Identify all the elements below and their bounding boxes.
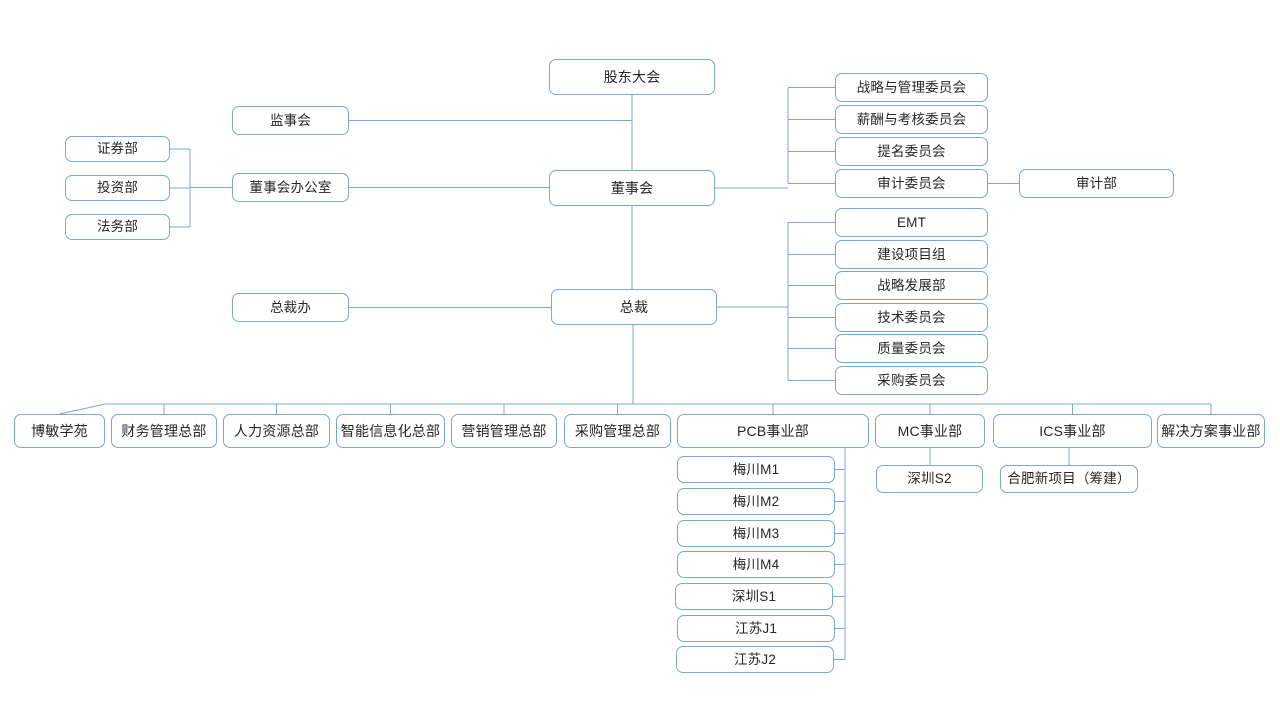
node-pcb-site-5[interactable]: 深圳S1 — [675, 583, 833, 610]
node-ics-site-1[interactable]: 合肥新项目（筹建） — [1000, 465, 1138, 493]
node-board-committee-3[interactable]: 提名委员会 — [835, 137, 988, 166]
node-division-6[interactable]: 采购管理总部 — [564, 414, 671, 448]
node-pcb-site-4[interactable]: 梅川M4 — [677, 551, 835, 578]
node-president[interactable]: 总裁 — [551, 289, 717, 325]
node-division-9[interactable]: ICS事业部 — [993, 414, 1152, 448]
node-pcb-site-6[interactable]: 江苏J1 — [677, 615, 835, 642]
node-pcb-site-7[interactable]: 江苏J2 — [676, 646, 834, 673]
node-president-committee-2[interactable]: 建设项目组 — [835, 240, 988, 269]
node-president-committee-1[interactable]: EMT — [835, 208, 988, 237]
node-board-committee-4[interactable]: 审计委员会 — [835, 169, 988, 198]
node-securities-dept[interactable]: 证券部 — [65, 136, 170, 162]
node-board-committee-2[interactable]: 薪酬与考核委员会 — [835, 105, 988, 134]
node-board-office[interactable]: 董事会办公室 — [232, 173, 349, 202]
node-board-of-directors[interactable]: 董事会 — [549, 170, 715, 206]
node-legal-dept[interactable]: 法务部 — [65, 214, 170, 240]
node-division-10[interactable]: 解决方案事业部 — [1157, 414, 1265, 448]
node-division-8[interactable]: MC事业部 — [875, 414, 985, 448]
node-president-committee-4[interactable]: 技术委员会 — [835, 303, 988, 332]
node-pcb-site-2[interactable]: 梅川M2 — [677, 488, 835, 515]
node-audit-dept[interactable]: 审计部 — [1019, 169, 1174, 198]
node-shareholders-meeting[interactable]: 股东大会 — [549, 59, 715, 95]
node-division-1[interactable]: 博敏学苑 — [14, 414, 105, 448]
node-division-7[interactable]: PCB事业部 — [677, 414, 869, 448]
node-pcb-site-1[interactable]: 梅川M1 — [677, 456, 835, 483]
node-president-committee-3[interactable]: 战略发展部 — [835, 271, 988, 300]
node-board-committee-1[interactable]: 战略与管理委员会 — [835, 73, 988, 102]
node-president-committee-5[interactable]: 质量委员会 — [835, 334, 988, 363]
node-division-4[interactable]: 智能信息化总部 — [336, 414, 445, 448]
node-division-2[interactable]: 财务管理总部 — [111, 414, 217, 448]
node-president-committee-6[interactable]: 采购委员会 — [835, 366, 988, 395]
node-division-5[interactable]: 营销管理总部 — [451, 414, 557, 448]
node-pcb-site-3[interactable]: 梅川M3 — [677, 520, 835, 547]
node-division-3[interactable]: 人力资源总部 — [223, 414, 330, 448]
node-supervisory-board[interactable]: 监事会 — [232, 106, 349, 135]
node-president-office[interactable]: 总裁办 — [232, 293, 349, 322]
node-mc-site-1[interactable]: 深圳S2 — [876, 465, 983, 493]
node-investment-dept[interactable]: 投资部 — [65, 175, 170, 201]
